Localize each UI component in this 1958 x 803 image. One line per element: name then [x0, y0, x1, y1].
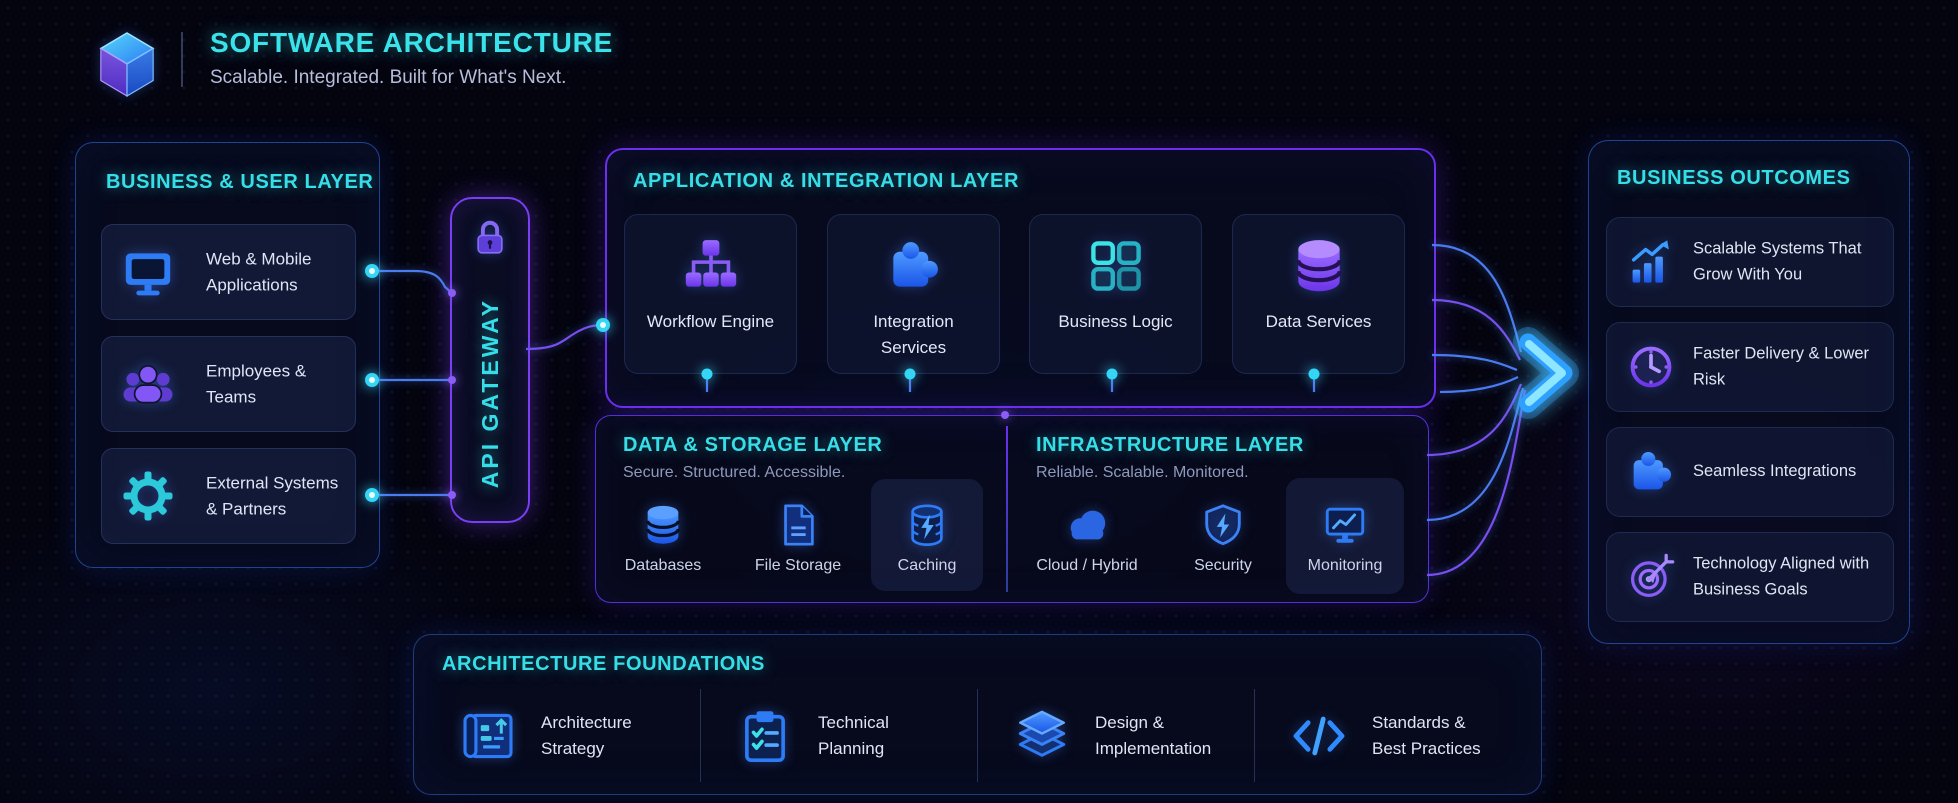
app-card-data-services: Data Services [1232, 214, 1405, 374]
business-outcomes-title: BUSINESS OUTCOMES [1617, 167, 1851, 189]
outcome-card-scalable-systems: Scalable Systems That Grow With You [1606, 217, 1894, 307]
api-gateway-bar: API GATEWAY [450, 197, 530, 523]
business-item-label: Web & Mobile Applications [206, 249, 312, 295]
foundation-item-label: Standards & Best Practices [1372, 713, 1481, 758]
data-storage-layer-title: DATA & STORAGE LAYER [623, 434, 883, 456]
outcome-card-faster-delivery: Faster Delivery & Lower Risk [1606, 322, 1894, 412]
infra-item-label: Monitoring [1307, 557, 1383, 574]
foundation-item-label: Architecture Strategy [541, 713, 632, 758]
infra-item-security: Security [1168, 502, 1278, 575]
application-integration-layer-panel: APPLICATION & INTEGRATION LAYER Workflow… [605, 148, 1436, 408]
grid-icon [1090, 241, 1141, 291]
data-item-label: Caching [897, 557, 957, 574]
business-item-label: External Systems & Partners [206, 473, 339, 519]
blueprint-icon [463, 713, 513, 758]
application-layer-title: APPLICATION & INTEGRATION LAYER [633, 170, 1020, 192]
business-item-label: Employees & Teams [206, 361, 307, 407]
infra-item-label: Cloud / Hybrid [1036, 557, 1138, 574]
outcome-card-seamless-integrations: Seamless Integrations [1606, 427, 1894, 517]
page-subtitle: Scalable. Integrated. Built for What's N… [210, 67, 567, 88]
data-item-databases: Databases [608, 502, 718, 575]
app-card-workflow-engine: Workflow Engine [624, 214, 797, 374]
app-card-label: Data Services [1265, 312, 1372, 331]
infra-item-label: Security [1194, 557, 1252, 574]
app-card-label: Business Logic [1058, 312, 1173, 331]
monitor-icon [125, 253, 171, 296]
database-icon [646, 505, 680, 544]
layers-icon [1018, 710, 1066, 757]
foundation-item-label: Technical Planning [818, 713, 889, 758]
data-item-file-storage: File Storage [743, 502, 853, 575]
app-card-label: Integration Services [873, 312, 954, 357]
chevron-right-arrow-icon [1513, 327, 1579, 419]
api-gateway-label: API GATEWAY [476, 297, 503, 489]
data-item-caching: Caching [872, 502, 982, 575]
code-icon [1293, 716, 1345, 755]
foundations-title: ARCHITECTURE FOUNDATIONS [442, 653, 765, 675]
shield-icon [1205, 504, 1241, 546]
cloud-icon [1070, 510, 1106, 540]
monitoring-icon [1325, 507, 1365, 543]
app-card-label: Workflow Engine [646, 312, 775, 331]
outcome-card-technology-aligned: Technology Aligned with Business Goals [1606, 532, 1894, 622]
clipboard-icon [745, 710, 785, 762]
business-layer-title: BUSINESS & USER LAYER [106, 171, 374, 193]
infra-item-monitoring: Monitoring [1290, 502, 1400, 575]
foundation-item-label: Design & Implementation [1095, 713, 1212, 758]
infrastructure-layer-title: INFRASTRUCTURE LAYER [1036, 434, 1304, 456]
cube-logo-icon [99, 32, 155, 98]
outcome-card-label: Technology Aligned with Business Goals [1693, 554, 1870, 598]
outcome-card-label: Scalable Systems That Grow With You [1693, 239, 1862, 283]
data-item-label: Databases [624, 557, 702, 574]
business-outcomes-panel: BUSINESS OUTCOMES Scalable Systems That … [1588, 140, 1910, 644]
business-item-web-mobile: Web & Mobile Applications [101, 224, 356, 320]
foundation-item-design-implementation: Design & Implementation [977, 689, 1254, 782]
data-item-label: File Storage [754, 557, 842, 574]
growth-chart-icon [1631, 240, 1669, 283]
business-user-layer-panel: BUSINESS & USER LAYER Web & Mobile Appli… [75, 142, 380, 568]
infrastructure-layer-subtitle: Reliable. Scalable. Monitored. [1036, 464, 1249, 481]
users-icon [123, 365, 173, 404]
app-card-business-logic: Business Logic [1029, 214, 1202, 374]
database-icon [1295, 240, 1342, 292]
architecture-foundations-panel: ARCHITECTURE FOUNDATIONS Architecture St… [413, 634, 1542, 795]
header-divider [181, 32, 183, 87]
page-title: SOFTWARE ARCHITECTURE [210, 27, 614, 58]
target-icon [1630, 553, 1675, 598]
clock-icon [1630, 346, 1672, 388]
data-storage-layer-subtitle: Secure. Structured. Accessible. [623, 464, 846, 481]
cache-icon [911, 504, 943, 546]
foundation-item-standards-best-practices: Standards & Best Practices [1254, 689, 1531, 782]
business-item-external: External Systems & Partners [101, 448, 356, 544]
outcome-card-label: Faster Delivery & Lower Risk [1693, 344, 1870, 388]
workflow-icon [685, 240, 736, 287]
infra-item-cloud: Cloud / Hybrid [1032, 502, 1142, 575]
foundation-item-architecture-strategy: Architecture Strategy [424, 689, 700, 782]
lock-icon [477, 220, 503, 254]
data-infrastructure-panel: DATA & STORAGE LAYER Secure. Structured.… [595, 415, 1429, 603]
puzzle-icon [892, 242, 938, 287]
outcome-card-label: Seamless Integrations [1693, 462, 1857, 481]
business-item-employees: Employees & Teams [101, 336, 356, 432]
foundation-item-technical-planning: Technical Planning [700, 689, 977, 782]
file-icon [784, 504, 814, 546]
puzzle-icon [1633, 451, 1672, 490]
app-card-integration-services: Integration Services [827, 214, 1000, 374]
foundations-row: Architecture Strategy Technical Planning [424, 689, 1531, 782]
layer-divider [1006, 426, 1008, 592]
gear-icon [123, 471, 173, 521]
